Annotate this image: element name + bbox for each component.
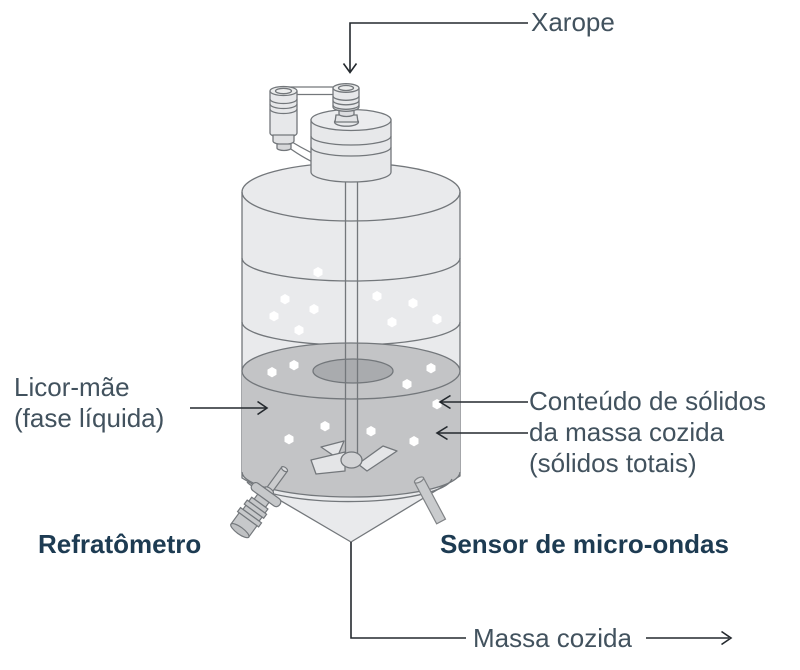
vessel-top-rim — [241, 191, 461, 222]
mother-liquor-label: Licor-mãe (fase líquida) — [14, 372, 164, 434]
solids-arrow-upper — [438, 394, 528, 410]
stirrer-motor — [269, 85, 298, 152]
agitator-shaft — [344, 150, 359, 454]
level-line-upper — [241, 257, 461, 282]
mother-liquor-label-line1: Licor-mãe — [14, 372, 130, 402]
vortex — [312, 358, 394, 384]
arrowhead-right-icon — [721, 630, 733, 646]
crystals — [267, 267, 442, 447]
microwave-sensor-probe — [413, 476, 447, 525]
solids-content-label-line2: da massa cozida — [529, 417, 725, 447]
massecuite-label: Massa cozida — [473, 623, 632, 653]
microwave-sensor-label: Sensor de micro-ondas — [440, 529, 729, 559]
arrowhead-left-icon — [438, 394, 451, 410]
refractometer-label: Refratômetro — [38, 529, 202, 559]
mother-liquor-arrow — [190, 400, 269, 416]
solids-content-label: Conteúdo de sólidos da massa cozida (sól… — [529, 386, 766, 479]
refractometer-valve — [230, 466, 289, 539]
solids-arrow-lower — [435, 425, 528, 441]
arrowhead-left-icon — [435, 425, 448, 441]
massecuite-leader-arrow — [350, 542, 733, 646]
syrup-label: Xarope — [531, 7, 615, 37]
solids-content-label-line1: Conteúdo de sólidos — [529, 386, 767, 416]
syrup-leader-arrow — [342, 22, 528, 74]
arrowhead-down-icon — [342, 63, 358, 74]
impeller-hub — [340, 451, 363, 469]
arrowhead-right-icon — [257, 400, 269, 416]
impeller — [310, 440, 398, 475]
mother-liquor-label-line2: (fase líquida) — [14, 403, 165, 433]
drive-pulley — [332, 83, 360, 127]
massecuite-layer — [241, 342, 461, 503]
solids-content-label-line3: (sólidos totais) — [529, 448, 697, 478]
